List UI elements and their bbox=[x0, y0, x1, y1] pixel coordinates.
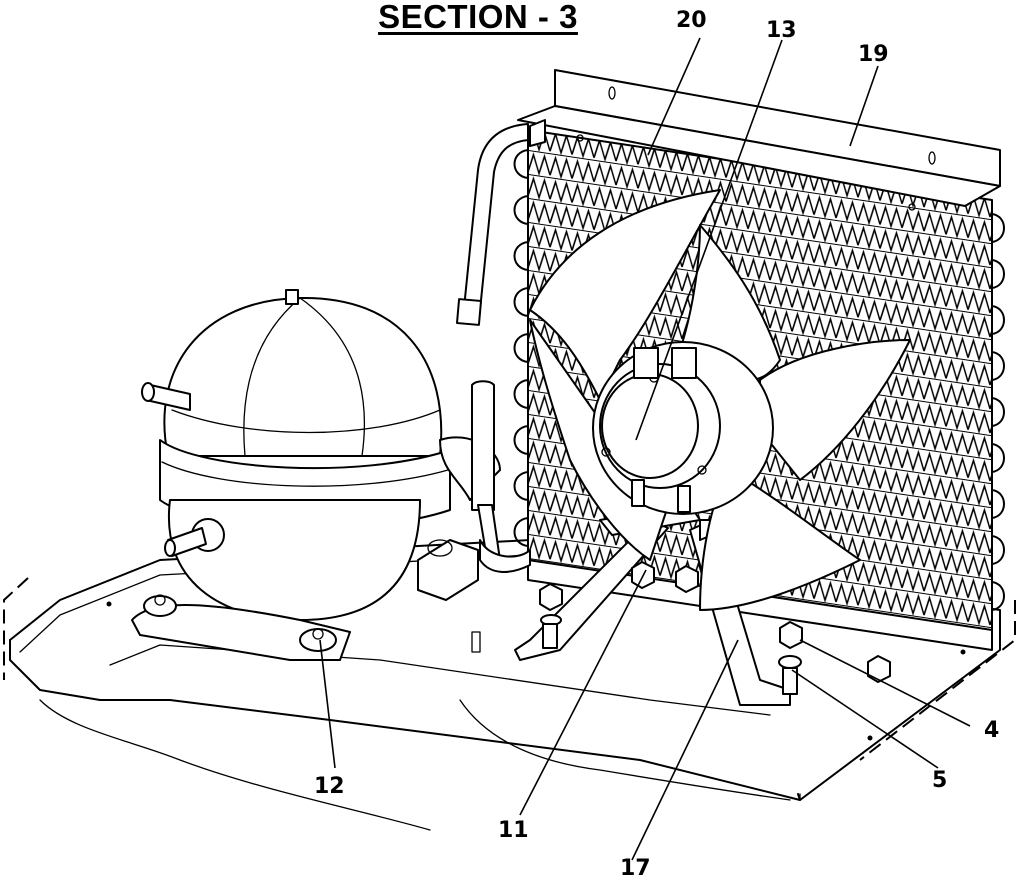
electrical-box bbox=[417, 380, 531, 601]
leader-17 bbox=[631, 639, 739, 861]
leader-19 bbox=[849, 65, 879, 147]
nuts-washers bbox=[539, 561, 891, 695]
callout-11: 11 bbox=[498, 818, 529, 843]
fan-blades bbox=[529, 189, 911, 611]
callout-19: 19 bbox=[858, 42, 889, 67]
callout-12: 12 bbox=[314, 774, 345, 799]
top-bracket bbox=[517, 69, 1001, 211]
callout-13: 13 bbox=[766, 18, 797, 43]
compressor-mount bbox=[131, 594, 351, 661]
leader-13 bbox=[635, 39, 783, 441]
compressor bbox=[141, 289, 501, 621]
refrigerant-pipe bbox=[455, 123, 529, 326]
leader-12 bbox=[319, 639, 336, 769]
leader-5 bbox=[791, 669, 939, 769]
leader-20 bbox=[647, 37, 701, 156]
callout-20: 20 bbox=[676, 8, 707, 33]
section-title: SECTION - 3 bbox=[378, 0, 578, 35]
callout-17: 17 bbox=[620, 856, 651, 881]
callout-5: 5 bbox=[932, 768, 948, 793]
leader-4 bbox=[799, 639, 971, 727]
leader-11 bbox=[519, 569, 647, 816]
callout-leaders bbox=[319, 37, 971, 861]
callout-4: 4 bbox=[984, 718, 1000, 743]
